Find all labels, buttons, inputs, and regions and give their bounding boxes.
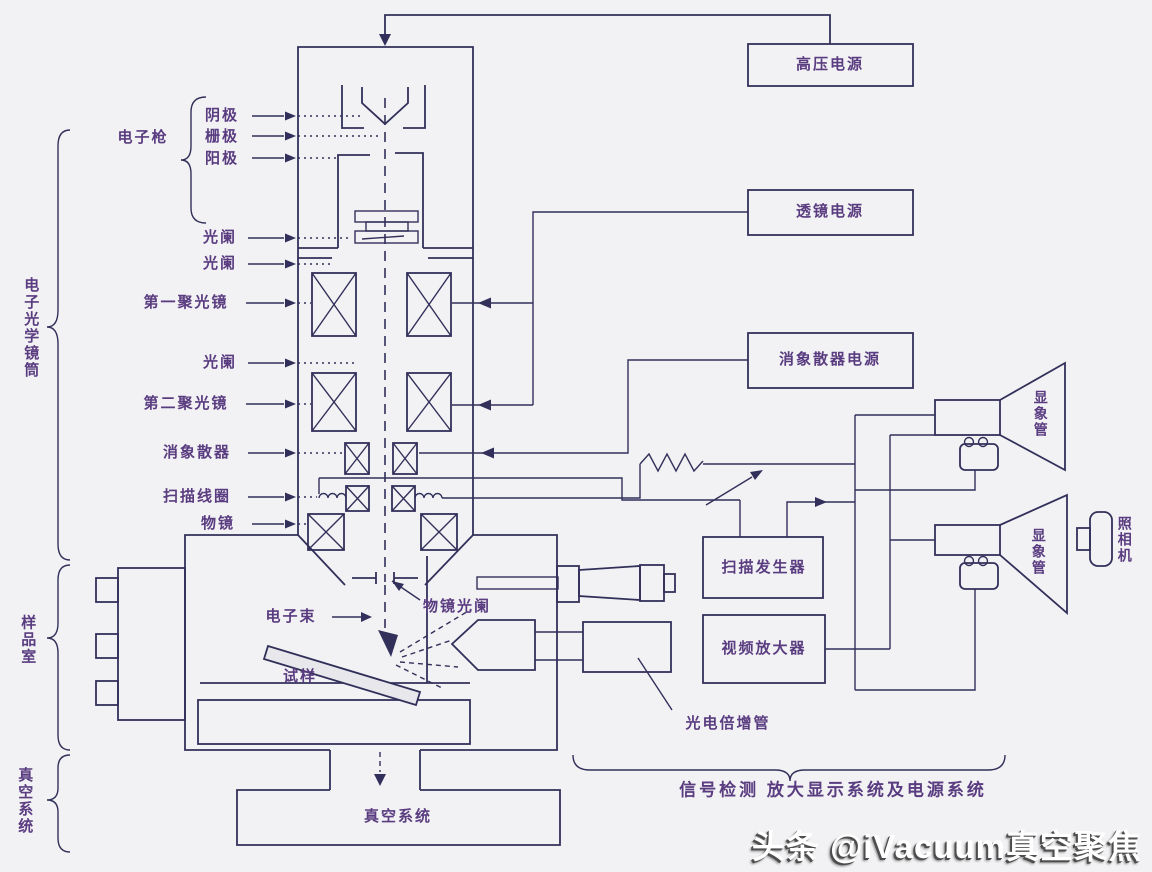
condenser-1-label: 第一聚光镜: [143, 293, 229, 311]
crt-lower-label: 显象管: [1030, 528, 1047, 576]
column-section-label: 电子光学镜筒: [22, 277, 40, 379]
hv-supply-box: [747, 43, 914, 87]
lens-supply-label: 透镜电源: [795, 202, 865, 220]
beam-arrowhead: [378, 630, 398, 657]
vacuum-box-label: 真空系统: [363, 807, 433, 825]
camera-mount: [1076, 527, 1091, 551]
scan-coil-label: 扫描线圈: [162, 487, 232, 505]
stigmator-coils: [344, 442, 418, 475]
camera-body: [1089, 511, 1113, 567]
crt-upper-neck: [934, 399, 1001, 436]
camera-label: 照相机: [1116, 516, 1133, 564]
aperture-3-label: 光阑: [202, 353, 238, 371]
gun-brace: [180, 96, 207, 224]
crt-upper-funnel: [999, 361, 1066, 472]
scan-generator-box: [702, 536, 824, 599]
photomultiplier-pointer: [637, 657, 673, 711]
potentiometer-arrow: [705, 476, 753, 506]
electron-gun-label: 电子枪: [117, 128, 169, 146]
vacuum-system: [236, 750, 561, 846]
label-arrows: [246, 111, 378, 529]
bottom-caption: 信号检测 放大显示系统及电源系统: [679, 780, 987, 800]
aperture-2-label: 光阑: [202, 254, 238, 272]
video-amplifier-label: 视频放大器: [721, 639, 807, 657]
left-coil-squiggle: [318, 492, 347, 499]
aperture-1-label: 光阑: [202, 228, 238, 246]
objective-label: 物镜: [200, 514, 236, 532]
crt-upper-coil: [959, 443, 999, 471]
objective-aperture-plates: [352, 572, 418, 584]
chamber-brace: [46, 564, 71, 751]
scan-generator-label: 扫描发生器: [721, 558, 807, 576]
specimen-group: [262, 580, 471, 707]
crt-lower-funnel: [999, 493, 1068, 615]
cathode-label: 阴极: [204, 106, 240, 124]
specimen-bar: [262, 644, 422, 707]
objective-lens: [307, 513, 458, 584]
objective-aperture-label: 物镜光阑: [422, 597, 492, 615]
chamber-section-label: 样品室: [19, 614, 37, 666]
crt-upper-group: [934, 361, 1066, 472]
column-brace: [46, 129, 71, 561]
vacuum-brace: [46, 754, 71, 853]
photomultiplier-label: 光电倍增管: [685, 714, 771, 732]
electron-beam-arrow: [361, 612, 372, 622]
stage-micrometer: [476, 564, 676, 603]
bottom-brace: [572, 754, 1006, 782]
cathode-tip: [361, 87, 409, 126]
column-outline: [297, 46, 474, 628]
specimen-chamber: [95, 534, 558, 751]
watermark: 头条 @iVacuum真空聚焦: [751, 828, 1142, 865]
scintillator: [450, 619, 536, 671]
scan-coils: [318, 485, 443, 512]
stage-base: [197, 699, 471, 745]
wiring: [318, 211, 976, 691]
hv-supply-label: 高压电源: [795, 55, 865, 73]
side-flange: [117, 567, 186, 721]
crt-lower-neck: [934, 524, 1001, 556]
stigmator-label: 消象散器: [162, 443, 232, 461]
electron-beam-label: 电子束: [265, 607, 317, 625]
braces: [46, 96, 1006, 853]
condenser-2-label: 第二聚光镜: [143, 394, 229, 412]
anode-label: 阳极: [204, 149, 240, 167]
vacuum-section-label: 真空系统: [16, 767, 34, 835]
crt-lower-coil: [959, 562, 999, 590]
crt-upper-label: 显象管: [1032, 390, 1049, 438]
grid-label: 栅极: [204, 127, 240, 145]
detector-group: [450, 619, 673, 711]
crt-lower-group: [934, 493, 1113, 615]
power-boxes: [702, 189, 914, 684]
stigmator-supply-label: 消象散器电源: [778, 350, 882, 368]
hv-supply-wire: [379, 14, 914, 87]
electron-gun: [298, 85, 473, 259]
specimen-label: 试样: [282, 667, 318, 685]
photomultiplier-box: [582, 621, 672, 673]
right-coil-squiggle: [414, 492, 443, 499]
secondary-electron-rays: [395, 609, 471, 689]
condenser-lens-1: [311, 272, 452, 337]
condenser-lens-2: [311, 372, 452, 432]
